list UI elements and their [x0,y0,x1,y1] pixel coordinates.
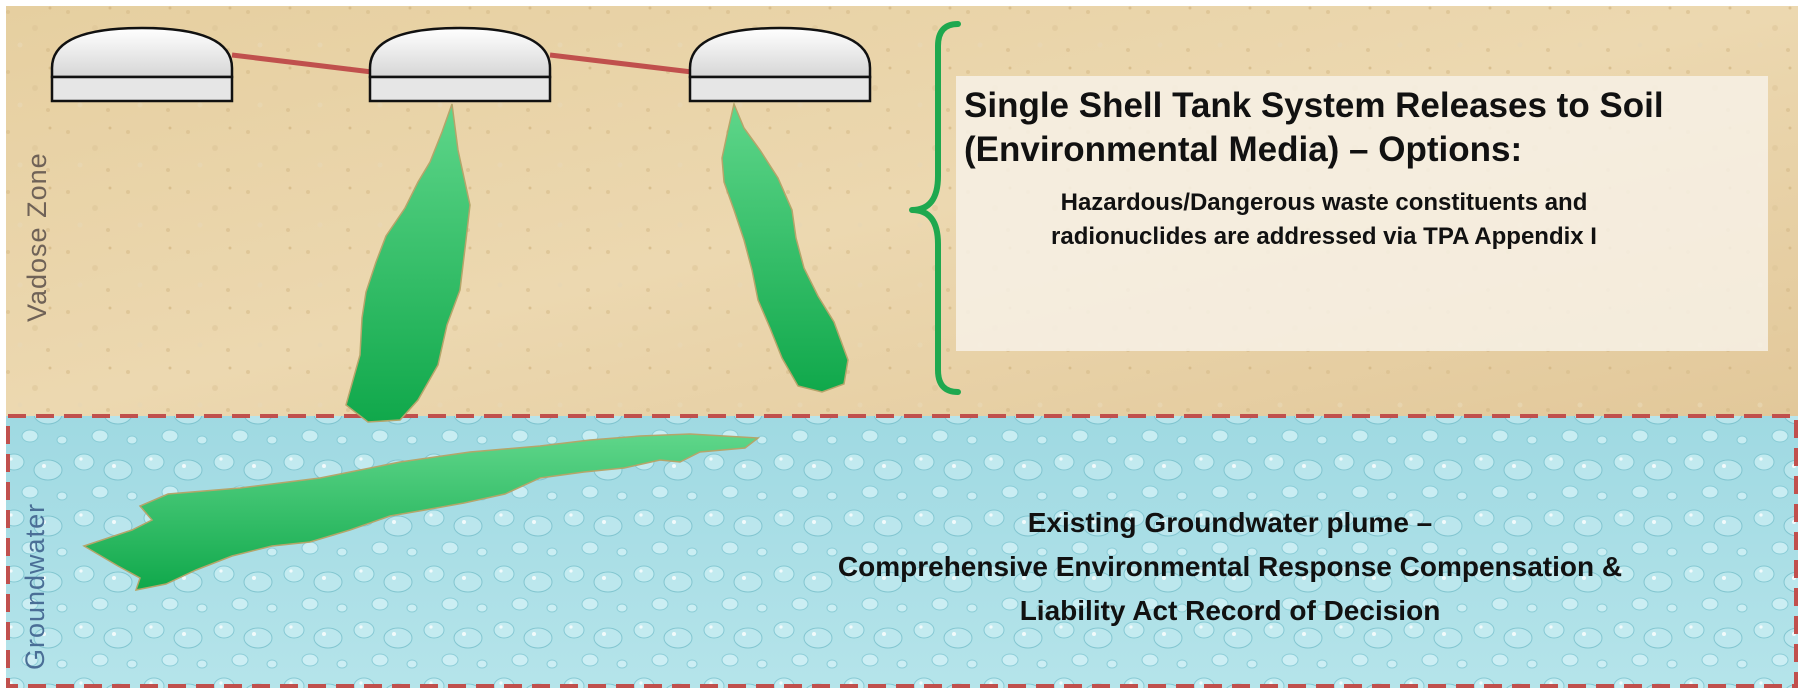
title-line-1: Single Shell Tank System Releases to Soi… [964,86,1664,125]
groundwater-boundary [6,414,1798,688]
groundwater-label: Groundwater [20,502,50,670]
curly-bracket [909,21,961,395]
title-line-2: (Environmental Media) – Options: [964,130,1523,169]
text-panel [956,76,1768,351]
leak-plume-tank-2 [345,103,471,423]
groundwater-zone [6,416,1798,688]
leak-plume-tank-3 [721,101,849,393]
tank-releases-note: Hazardous/Dangerous waste constituents a… [964,186,1684,254]
pipe-2 [549,52,693,75]
gw-line-2: Comprehensive Environmental Response Com… [837,551,1623,582]
tank-1 [50,26,234,103]
groundwater-plume [82,433,761,591]
gw-line-3: Liability Act Record of Decision [1019,595,1441,626]
tank-releases-title: Single Shell Tank System Releases to Soi… [964,84,1684,172]
tank-2 [368,26,552,103]
tank-3 [688,26,872,103]
groundwater-plume-description: Existing Groundwater plume – Comprehensi… [740,501,1720,633]
note-line-2: radionuclides are addressed via TPA Appe… [1051,223,1597,250]
gw-line-1: Existing Groundwater plume – [1027,507,1433,538]
vadose-zone-label: Vadose Zone [22,152,52,322]
note-line-1: Hazardous/Dangerous waste constituents a… [1060,189,1588,216]
pipe-1 [231,52,373,75]
